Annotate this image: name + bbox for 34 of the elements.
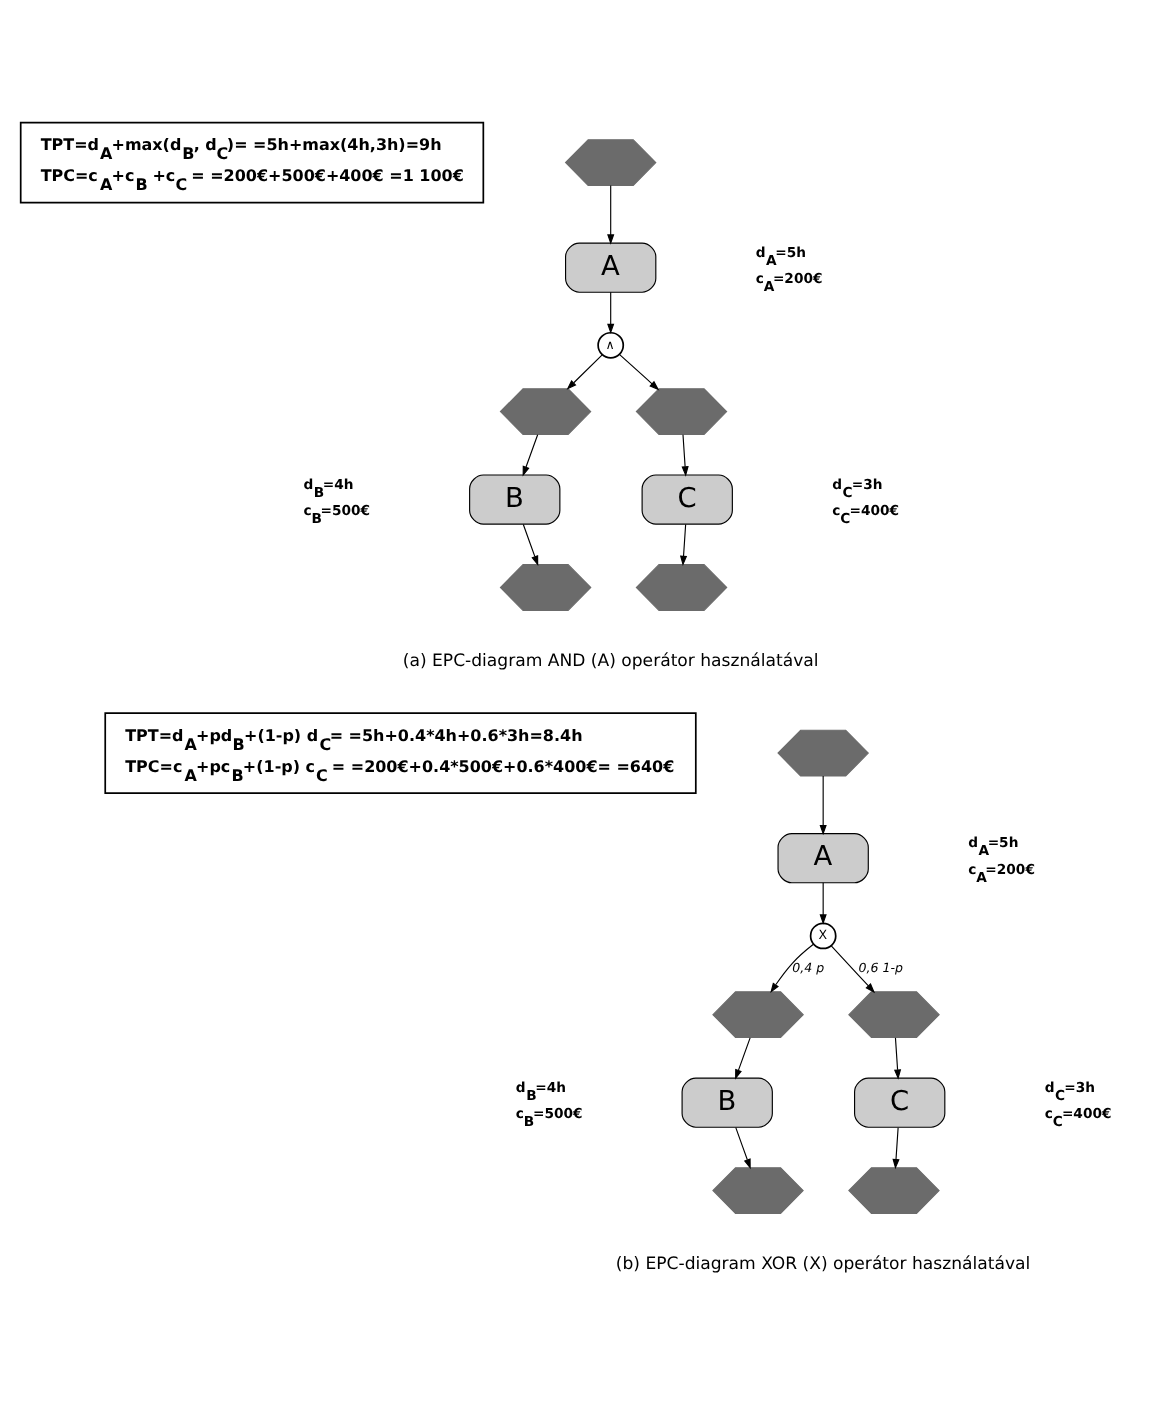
node-box: A — [565, 242, 657, 293]
arrow — [566, 354, 603, 390]
arrow — [830, 945, 876, 994]
arrow — [607, 291, 615, 335]
node-hexagon — [499, 564, 592, 611]
node-hexagon — [499, 388, 592, 435]
node-hexagon — [564, 139, 657, 186]
arrow — [735, 1037, 751, 1080]
node-hexagon — [777, 729, 870, 777]
node-box: C — [641, 474, 733, 525]
node-box: C — [854, 1077, 946, 1128]
node-hexagon — [635, 564, 728, 611]
label: (b) EPC-diagram XOR (X) operátor használatával — [615, 1254, 1031, 1275]
label: (a) EPC-diagram AND (A) operátor használatával — [402, 651, 819, 672]
arrow — [819, 775, 827, 836]
arrow — [522, 523, 539, 566]
arrow — [892, 1127, 900, 1170]
node-box: B — [469, 474, 561, 525]
arrow — [681, 434, 689, 477]
arrow — [619, 354, 660, 391]
arrow — [679, 523, 688, 567]
node-hexagon — [712, 1167, 804, 1215]
node-hexagon — [712, 991, 804, 1039]
arrow — [607, 184, 615, 245]
node-box: B — [681, 1077, 773, 1128]
arrow — [819, 882, 827, 925]
node-hexagon — [848, 1167, 940, 1215]
arrow — [735, 1127, 751, 1170]
node-hexagon — [848, 991, 940, 1039]
arrow — [770, 943, 814, 994]
arrow — [893, 1037, 902, 1080]
arrow — [522, 434, 539, 477]
node-box: A — [777, 833, 869, 884]
node-hexagon — [635, 388, 728, 435]
